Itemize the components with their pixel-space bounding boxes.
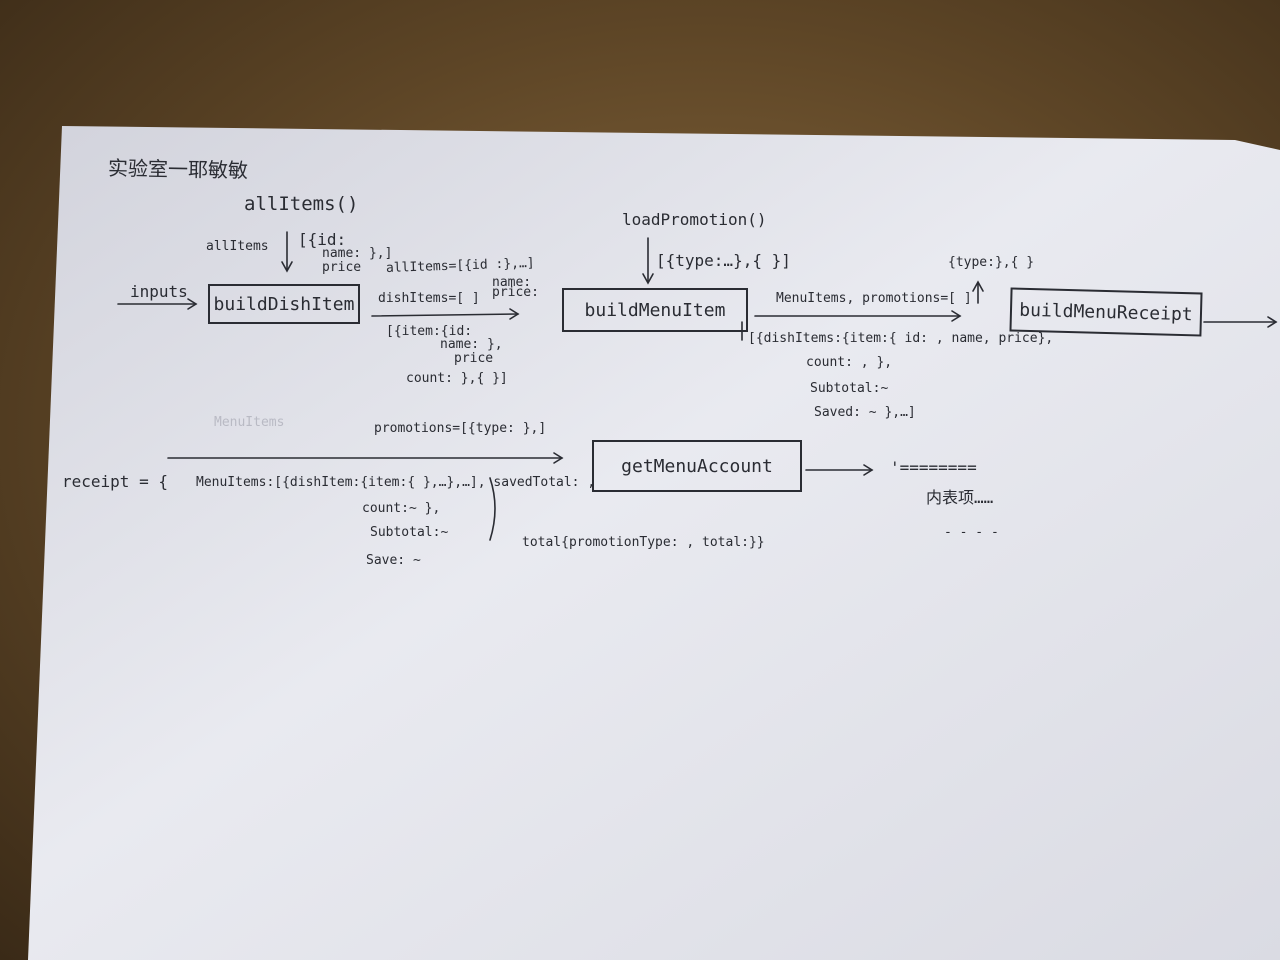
receipt-label: receipt = { bbox=[62, 472, 168, 491]
promotions-arg-label: promotions=[{type: },] bbox=[374, 421, 547, 436]
dish-output-line-3: price bbox=[454, 351, 494, 366]
dish-input-line-1c: price: bbox=[492, 285, 539, 300]
page-title: 实验室一耶敏敏 bbox=[107, 156, 249, 183]
load-promotion-function-label: loadPromotion() bbox=[622, 210, 767, 229]
output-dots: - - - - bbox=[944, 525, 999, 540]
all-items-shape-line-3: price bbox=[322, 260, 362, 275]
inputs-label: inputs bbox=[130, 282, 188, 301]
menu-output-line-3: Subtotal:~ bbox=[810, 381, 889, 396]
output-text: 内表项…… bbox=[926, 488, 994, 507]
receipt-line-4: Save: ~ bbox=[366, 553, 421, 568]
dish-output-line-4: count: },{ }] bbox=[406, 371, 508, 386]
output-dash-line: '======== bbox=[890, 458, 977, 477]
receipt-line-5: total{promotionType: , total:}} bbox=[522, 535, 765, 550]
build-menu-receipt-box: buildMenuReceipt bbox=[1009, 287, 1203, 337]
build-dish-item-box: buildDishItem bbox=[208, 284, 360, 324]
menu-items-promotions-label: MenuItems, promotions=[ ] bbox=[776, 291, 972, 306]
menu-output-line-1: [{dishItems:{item:{ id: , name, price}, bbox=[748, 331, 1054, 346]
all-items-shape-line-2: name: },] bbox=[322, 246, 393, 261]
dish-output-line-1: [{item:{id: bbox=[386, 324, 473, 339]
all-items-arg-label: allItems bbox=[206, 239, 269, 254]
receipt-line-3: Subtotal:~ bbox=[370, 525, 449, 540]
receipt-line-2: count:~ }, bbox=[362, 501, 441, 516]
all-items-function-label: allItems() bbox=[244, 193, 359, 215]
dish-input-line-2: dishItems=[ ] bbox=[378, 291, 480, 306]
get-menu-account-box: getMenuAccount bbox=[592, 440, 802, 492]
all-items-shape-line-1: [{id: bbox=[298, 230, 347, 249]
build-menu-item-box: buildMenuItem bbox=[562, 288, 748, 332]
menu-items-faint-label: MenuItems bbox=[214, 415, 285, 430]
type-shape-label: {type:},{ } bbox=[948, 255, 1035, 270]
menu-output-line-4: Saved: ~ },…] bbox=[814, 405, 916, 420]
dish-output-line-2: name: }, bbox=[440, 337, 503, 352]
receipt-line-1: MenuItems:[{dishItem:{item:{ },…},…], sa… bbox=[196, 475, 596, 490]
dish-input-line-1b: name: bbox=[492, 275, 532, 290]
promotion-shape-label: [{type:…},{ }] bbox=[656, 251, 791, 270]
menu-output-line-2: count: , }, bbox=[806, 355, 893, 370]
